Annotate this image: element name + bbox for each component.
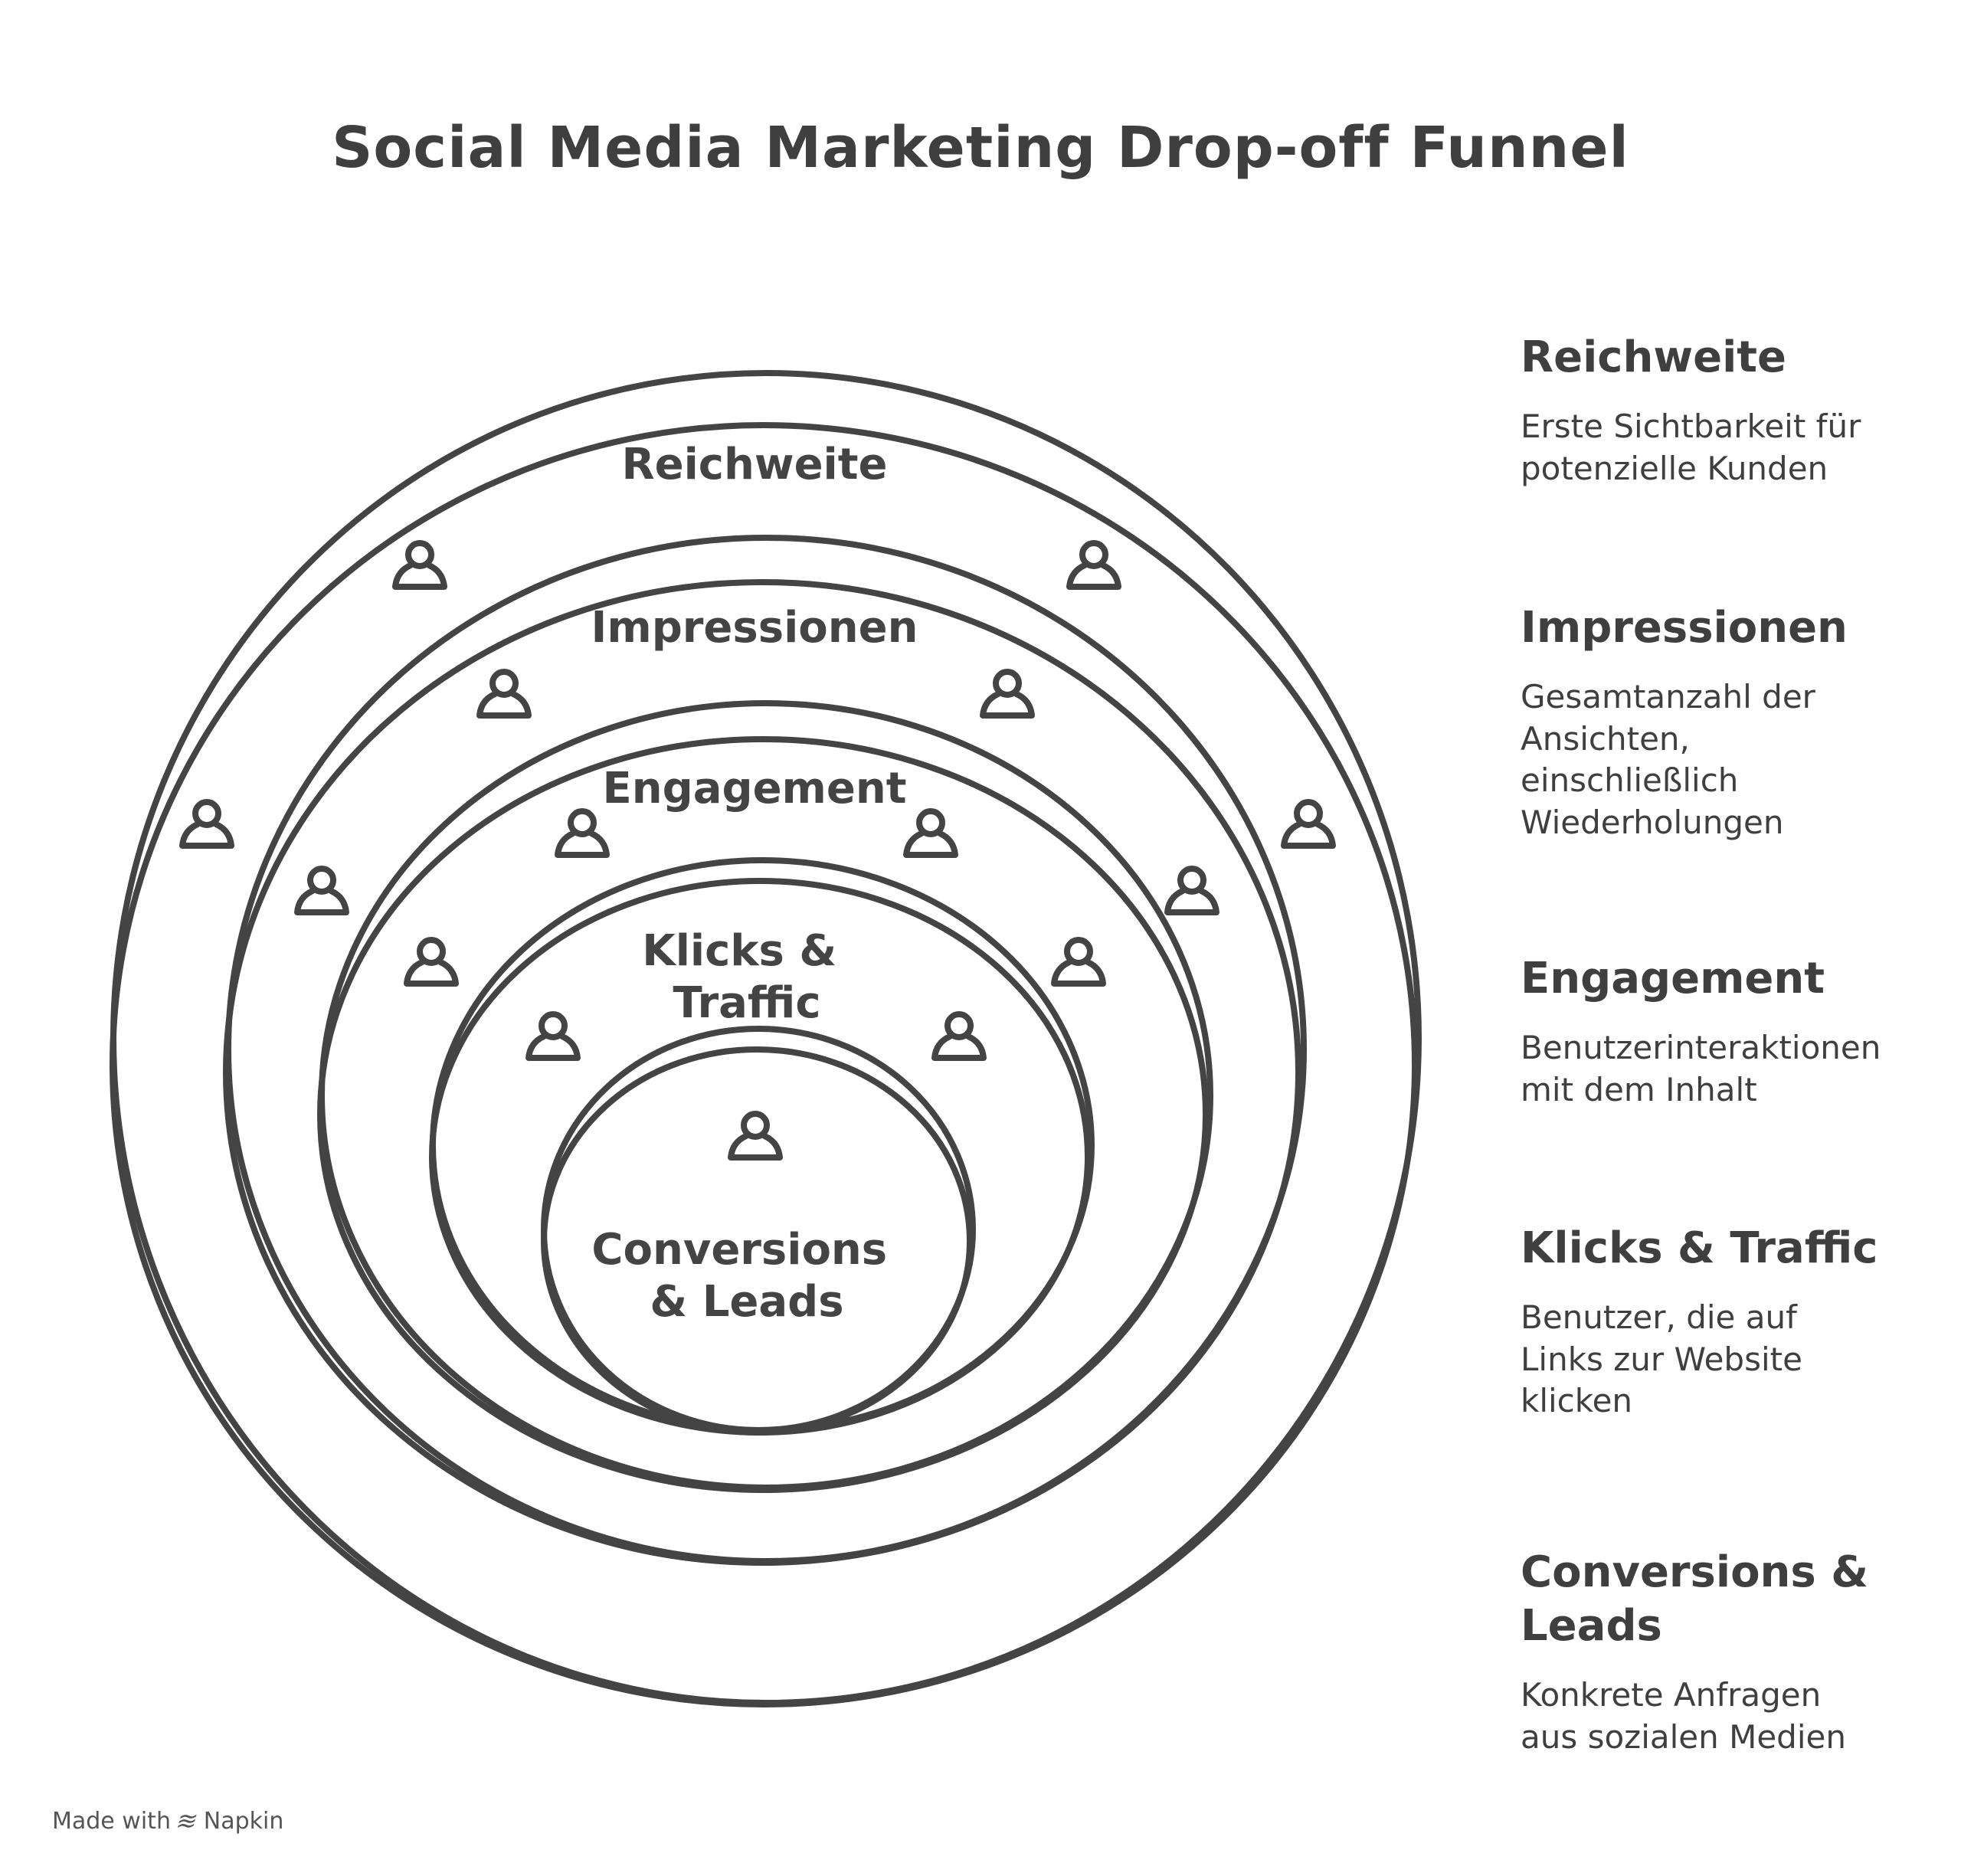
person-icon [1069, 543, 1118, 587]
person-icon [935, 1014, 984, 1058]
legend-heading: Impressionen [1521, 603, 1848, 653]
legend-klicks-traffic: Klicks & Traffic Benutzer, die auf Links… [1521, 1222, 1919, 1423]
ring-reichweite [110, 370, 1422, 1707]
legend-heading: Conversions & Leads [1521, 1547, 1869, 1651]
person-icon [395, 543, 444, 587]
legend-conversions-leads: Conversions & Leads Konkrete Anfragen au… [1521, 1546, 1919, 1758]
legend-heading: Reichweite [1521, 332, 1787, 382]
ring-conversions-leads [541, 1026, 976, 1436]
legend-description: Gesamtanzahl der Ansichten, einschließli… [1521, 678, 1815, 841]
person-icon [983, 672, 1032, 715]
legend-description: Konkrete Anfragen aus sozialen Medien [1521, 1676, 1846, 1756]
footer-prefix: Made with [52, 1807, 171, 1835]
ring-label-reichweite: Reichweite [621, 440, 887, 489]
person-icon [1054, 940, 1103, 984]
legend-reichweite: Reichweite Erste Sichtbarkeit für potenz… [1521, 331, 1919, 489]
footer-brand: Napkin [203, 1807, 284, 1835]
legend-description: Erste Sichtbarkeit für potenzielle Kunde… [1521, 408, 1861, 487]
person-icon [297, 869, 346, 912]
ring-impressionen [223, 535, 1307, 1566]
made-with-napkin: Made with ≋ Napkin [52, 1806, 283, 1835]
ring-label-conversions-leads: Conversions & Leads [591, 1225, 902, 1327]
person-icon [558, 811, 607, 855]
ring-label-klicks-traffic: Klicks & Traffic [642, 926, 851, 1028]
person-icon [480, 672, 529, 715]
legend-heading: Klicks & Traffic [1521, 1223, 1878, 1273]
ring-label-engagement: Engagement [602, 764, 906, 814]
person-icon [1167, 869, 1216, 912]
napkin-logo-icon: ≋ [172, 1806, 201, 1835]
ring-label-impressionen: Impressionen [591, 603, 918, 653]
legend-impressionen: Impressionen Gesamtanzahl der Ansichten,… [1521, 601, 1919, 843]
legend-description: Benutzerinteraktionen mit dem Inhalt [1521, 1029, 1881, 1108]
legend-engagement: Engagement Benutzerinteraktionen mit dem… [1521, 952, 1919, 1111]
ring-engagement [317, 700, 1213, 1493]
diagram-title: Social Media Marketing Drop-off Funnel [332, 115, 1629, 181]
legend-description: Benutzer, die auf Links zur Website klic… [1521, 1298, 1802, 1420]
person-icon [1284, 802, 1333, 846]
person-icon [182, 802, 231, 846]
person-icon [407, 940, 456, 984]
person-icon [906, 811, 955, 855]
person-icon [731, 1114, 780, 1157]
person-icon [529, 1014, 578, 1058]
legend-heading: Engagement [1521, 954, 1825, 1003]
